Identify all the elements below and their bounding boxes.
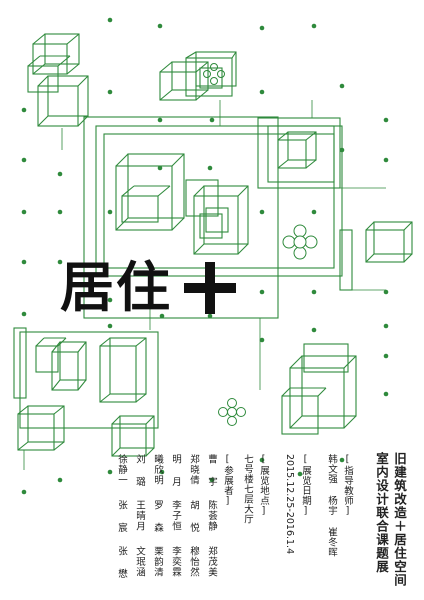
exhibition-title-line1: 旧建筑改造＋居住空间 [392,452,407,587]
grid-dot [157,165,163,171]
wireframe-boxes [17,33,413,457]
venue: 七号楼七层大厅 [242,454,253,524]
exhibitor-name: 文珉涵 [134,546,145,578]
grid-dot [259,337,265,343]
grid-dot [297,471,303,477]
grid-dot [159,313,165,319]
exhibitor-name: 王晴月 [134,500,145,532]
grid-dot [107,469,113,475]
grid-dot [259,89,265,95]
dates: 2015.12.25-2016.1.4 [284,454,295,555]
exhibitors-label: [参展者] [222,454,233,507]
grid-dot [259,25,265,31]
exhibitor-name: 徐静一 [116,454,127,486]
grid-dot [57,477,63,483]
exhibitor-name: 张 宸 [116,500,127,533]
exhibitor-name: 张 懋 [116,546,127,579]
dates-label: [展览日期] [300,454,311,517]
exhibitor-name: 穆怡然 [188,546,199,578]
grid-dot [21,489,27,495]
grid-dot [209,117,215,123]
exhibitor-name: 栗韵清 [152,546,163,578]
dot-grid [21,17,389,495]
grid-dot [383,353,389,359]
plant-clusters [203,63,318,426]
grid-dot [383,323,389,329]
grid-dot [107,297,113,303]
grid-dot [57,209,63,215]
exhibitor-name: 刘 璐 [134,454,145,487]
grid-dot [259,209,265,215]
room-outlines [13,116,353,429]
connector-lines [23,100,386,470]
grid-dot [21,311,27,317]
exhibitor-name: 李子恒 [170,500,181,532]
grid-dot [207,165,213,171]
grid-dot [311,289,317,295]
exhibition-title-line2: 室内设计联合课题展 [374,452,389,574]
advisors-label: [指导教师] [342,454,353,517]
grid-dot [311,23,317,29]
exhibitor-name: 胡 悦 [188,500,199,533]
grid-dot [107,89,113,95]
venue-label: [展览地点] [258,454,269,517]
grid-dot [21,157,27,163]
grid-dot [259,289,265,295]
exhibitor-name: 李奕霖 [170,546,181,578]
grid-dot [383,157,389,163]
grid-dot [207,313,213,319]
grid-dot [21,107,27,113]
plus-icon [184,262,236,314]
grid-dot [57,171,63,177]
grid-dot [57,259,63,265]
exhibitor-name: 陈荟静 [206,500,217,532]
exhibitor-name: 郑茂美 [206,546,217,578]
exhibitor-name: 郑晓倩 [188,454,199,486]
headline: 居住 [60,256,172,319]
grid-dot [383,289,389,295]
grid-dot [107,209,113,215]
grid-dot [383,117,389,123]
grid-dot [311,327,317,333]
grid-dot [157,23,163,29]
grid-dot [107,17,113,23]
advisors: 韩文强 杨宇 崔冬晖 [326,454,337,557]
grid-dot [21,209,27,215]
grid-dot [107,323,113,329]
grid-dot [159,469,165,475]
grid-dot [339,147,345,153]
grid-dot [311,209,317,215]
grid-dot [383,391,389,397]
grid-dot [339,83,345,89]
grid-dot [21,259,27,265]
grid-dot [339,457,345,463]
exhibitor-name: 曹 宇 [206,454,217,487]
grid-dot [157,117,163,123]
grid-dot [209,477,215,483]
exhibitor-name: 曦欣明 [152,454,163,486]
exhibitor-name: 罗 森 [152,500,163,533]
exhibitor-name: 明 月 [170,454,181,487]
grid-dot [259,457,265,463]
